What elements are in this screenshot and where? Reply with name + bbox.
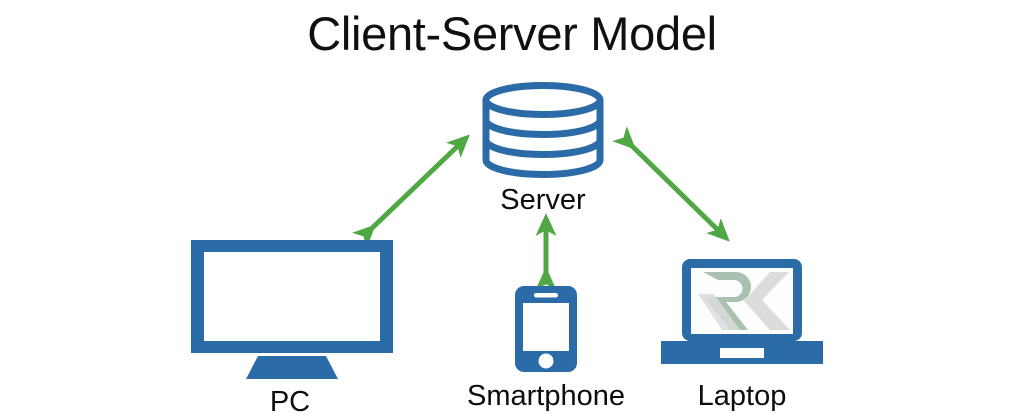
connection-laptop-server <box>612 126 730 242</box>
page-title: Client-Server Model <box>307 7 717 60</box>
node-label-pc: PC <box>269 386 311 418</box>
rk-watermark <box>698 272 790 330</box>
node-label-smartphone: Smartphone <box>467 380 625 412</box>
smartphone-icon <box>515 286 577 372</box>
node-pc[interactable] <box>186 236 398 382</box>
node-label-server: Server <box>500 184 586 216</box>
database-cylinder-icon <box>482 82 604 178</box>
node-label-laptop: Laptop <box>697 380 787 412</box>
node-laptop[interactable] <box>658 256 826 366</box>
connection-pc-server <box>352 134 470 248</box>
laptop-icon <box>661 259 823 364</box>
node-smartphone[interactable] <box>512 284 580 374</box>
desktop-monitor-icon <box>191 240 393 379</box>
node-server[interactable] <box>478 82 608 178</box>
